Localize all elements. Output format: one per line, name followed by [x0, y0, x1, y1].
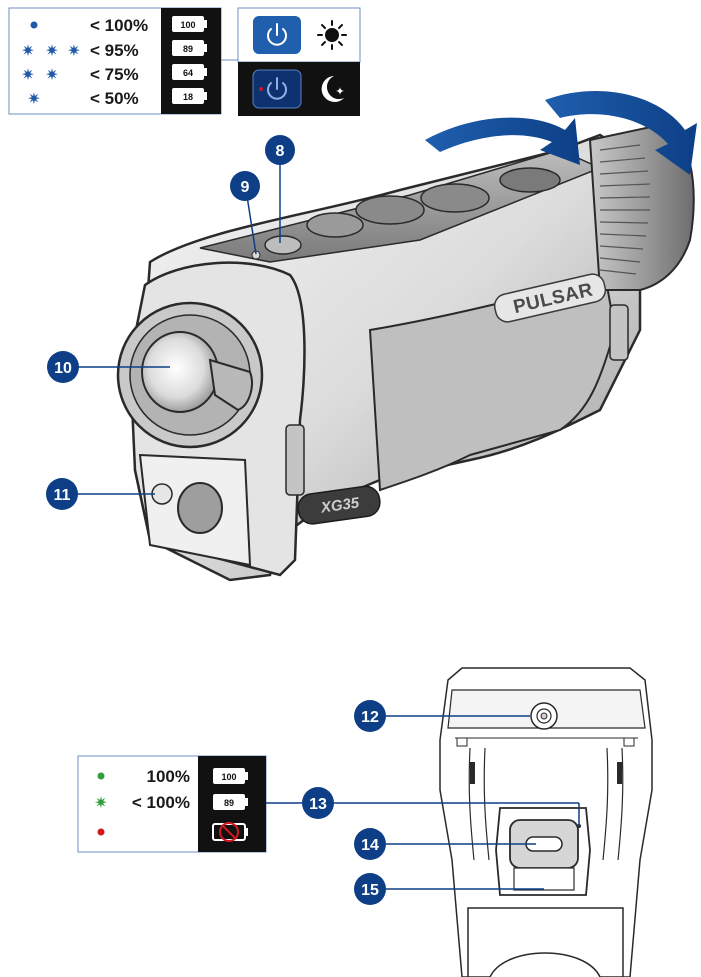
- port-cover[interactable]: [513, 867, 575, 891]
- no-battery-icon: [212, 822, 248, 842]
- svg-text:✷: ✷: [67, 43, 80, 60]
- legend-percent: < 100%: [132, 793, 190, 812]
- battery-icon: 89: [213, 794, 248, 810]
- led-steady-dot: [97, 772, 105, 780]
- legend-row: [97, 822, 248, 842]
- svg-text:✷: ✷: [45, 67, 58, 84]
- brand-plate: PULSAR: [493, 273, 607, 323]
- strap-mount: [285, 424, 305, 496]
- battery-level: 100: [221, 772, 236, 782]
- arrow-right: [545, 91, 697, 175]
- callout-number: 8: [276, 143, 285, 160]
- callout-number: 14: [361, 837, 379, 854]
- legend-row: ✷ < 50% 18: [27, 88, 207, 108]
- objective-lens: [141, 331, 219, 413]
- callout-12: 12: [354, 700, 530, 732]
- led-blink-icon: ✷ ✷ ✷: [21, 43, 80, 60]
- legend-percent: 100%: [147, 767, 190, 786]
- led-blink-icon: ✷: [94, 795, 107, 812]
- zoom-button[interactable]: [420, 183, 490, 213]
- callout-9: 9: [230, 171, 260, 255]
- usb-port-housing: [495, 807, 591, 896]
- top-charge-legend: < 100% 100 ✷ ✷ ✷ < 95% 89 ✷: [8, 7, 222, 115]
- legend-percent: < 50%: [90, 89, 139, 108]
- battery-icon: 100: [172, 16, 207, 32]
- menu-button[interactable]: [306, 212, 364, 238]
- legend-row: 100% 100: [97, 767, 248, 786]
- legend-percent: < 100%: [90, 16, 148, 35]
- svg-text:✷: ✷: [21, 67, 34, 84]
- power-button[interactable]: [264, 235, 302, 255]
- moon-stars-icon: ✦: [321, 76, 345, 102]
- callout-14: 14: [354, 828, 536, 860]
- rec-button[interactable]: [355, 195, 425, 225]
- top-buttons: [251, 167, 561, 260]
- red-led-dot: [259, 87, 263, 91]
- eyepiece-ring[interactable]: [588, 123, 695, 291]
- cap-latch: [208, 358, 253, 412]
- strap-mount: [609, 304, 629, 361]
- led-steady-dot: [30, 21, 38, 29]
- tripod-socket: [530, 702, 558, 730]
- led-steady-dot: [97, 828, 105, 836]
- power-icon: [267, 77, 287, 100]
- mode-panel: ✦: [237, 7, 361, 116]
- arrow-left: [425, 117, 580, 165]
- battery-level: 100: [180, 20, 195, 30]
- battery-level: 89: [224, 798, 234, 808]
- rangefinder-lens: [177, 482, 223, 534]
- rangefinder-module: [138, 453, 252, 567]
- model-plate: XG35: [297, 485, 381, 525]
- callout-8: 8: [265, 135, 295, 243]
- bottom-charge-legend: 100% 100 ✷ < 100% 89: [77, 755, 267, 853]
- focus-button[interactable]: [499, 167, 561, 193]
- legend-row: < 100% 100: [30, 16, 207, 35]
- rotation-arrow-icon: [425, 91, 697, 175]
- callout-number: 13: [309, 796, 327, 813]
- callout-number: 10: [54, 360, 72, 377]
- battery-level: 64: [183, 68, 193, 78]
- legend-percent: < 95%: [90, 41, 139, 60]
- model-label: XG35: [319, 494, 361, 516]
- lens-cap[interactable]: [116, 301, 264, 449]
- legend-percent: < 75%: [90, 65, 139, 84]
- power-button-day[interactable]: [253, 16, 301, 54]
- legend-row: ✷ < 100% 89: [94, 793, 248, 812]
- callout-number: 11: [54, 487, 71, 504]
- led-blink-icon: ✷ ✷: [21, 67, 58, 84]
- battery-icon: 100: [213, 768, 248, 784]
- power-button-night[interactable]: [252, 69, 302, 109]
- svg-text:✦: ✦: [335, 86, 344, 98]
- callout-11: 11: [46, 478, 155, 510]
- device-grip: [368, 273, 617, 492]
- led-blink-icon: ✷: [27, 91, 40, 108]
- power-icon: [267, 23, 287, 46]
- svg-text:✷: ✷: [21, 43, 34, 60]
- device-side-view: PULSAR XG35: [116, 91, 697, 582]
- legend-row: ✷ ✷ ✷ < 95% 89: [21, 40, 207, 60]
- callout-15: 15: [354, 873, 544, 905]
- legend-row: ✷ ✷ < 75% 64: [21, 64, 207, 84]
- battery-icon: 18: [172, 88, 207, 104]
- battery-level: 89: [183, 44, 193, 54]
- sun-icon: [317, 20, 347, 50]
- callout-10: 10: [47, 351, 170, 383]
- svg-text:✷: ✷: [45, 43, 58, 60]
- battery-level: 18: [183, 92, 193, 102]
- callout-number: 12: [361, 709, 379, 726]
- callout-number: 15: [361, 882, 379, 899]
- device-rear-view: [439, 667, 653, 977]
- battery-icon: 89: [172, 40, 207, 56]
- battery-icon: 64: [172, 64, 207, 80]
- callout-number: 9: [241, 179, 250, 196]
- callout-13: 13: [266, 787, 580, 826]
